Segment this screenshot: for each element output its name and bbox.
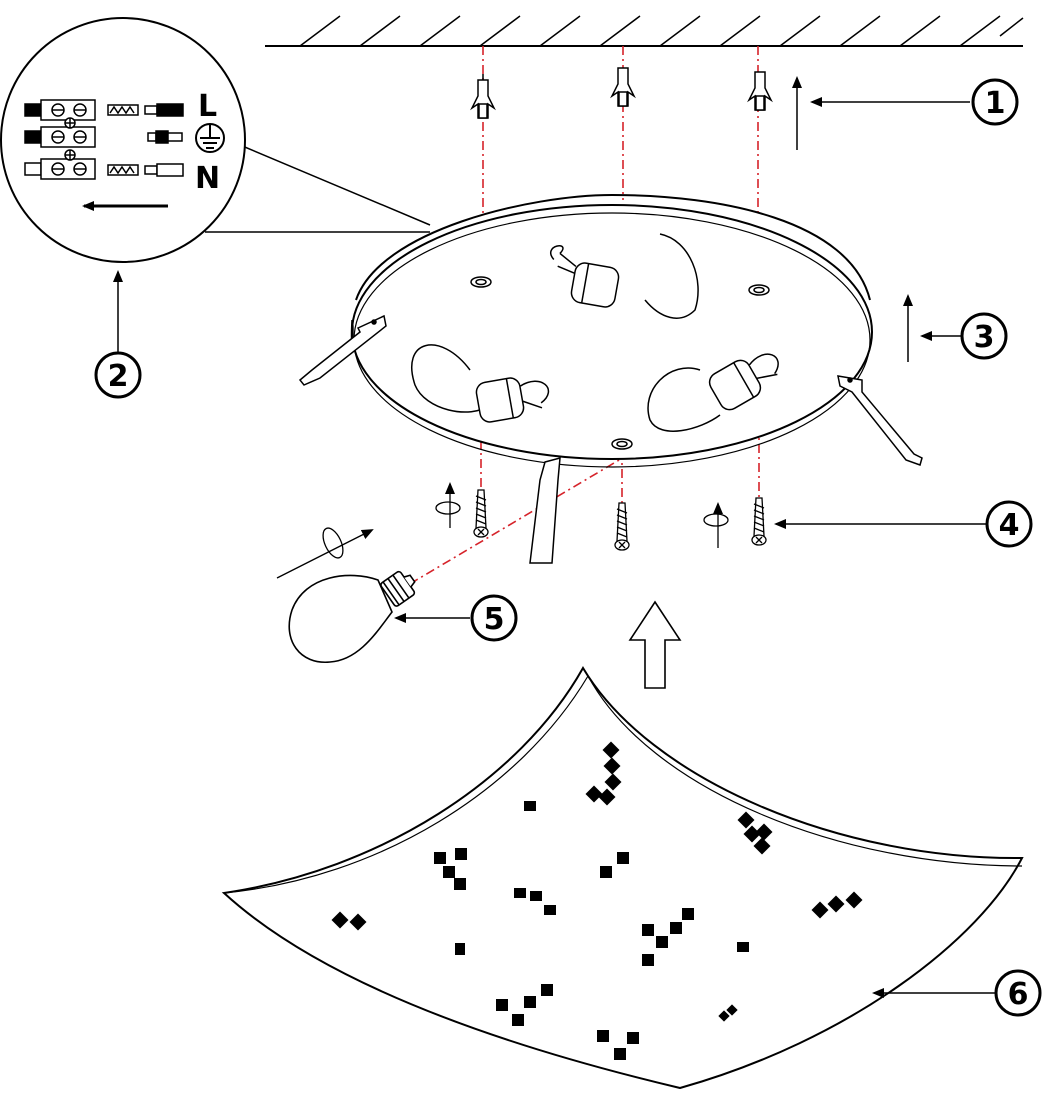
step-3-arrows xyxy=(903,294,962,362)
step-number-6: 6 xyxy=(1008,977,1029,1012)
wall-plugs xyxy=(470,67,773,119)
step-badge-1: 1 xyxy=(971,78,1019,126)
step-number-2: 2 xyxy=(108,359,129,394)
ceiling xyxy=(265,15,1024,47)
ceiling-base-plate xyxy=(350,193,873,468)
wall-plug-middle xyxy=(610,67,636,107)
glass-shade xyxy=(221,666,1024,1090)
step-1-arrows xyxy=(792,76,970,150)
step-badge-6: 6 xyxy=(994,969,1042,1017)
step-badge-3: 3 xyxy=(960,312,1008,360)
step-badge-2: 2 xyxy=(94,351,142,399)
step-number-1: 1 xyxy=(985,86,1006,121)
shade-pattern xyxy=(331,741,863,1060)
live-terminal-label: L xyxy=(198,89,217,124)
earth-ground-icon xyxy=(195,123,225,153)
wall-plug-right xyxy=(747,71,773,111)
screw-right xyxy=(751,497,767,546)
terminal-block xyxy=(24,99,184,180)
mounting-brackets xyxy=(298,314,923,564)
step-number-5: 5 xyxy=(484,602,505,637)
neutral-terminal-label: N xyxy=(195,161,220,196)
step-badge-5: 5 xyxy=(470,594,518,642)
fixing-screws xyxy=(473,489,767,551)
wiring-detail: L N xyxy=(0,17,431,263)
base-screw-holes xyxy=(470,276,770,450)
light-bulb xyxy=(288,570,416,663)
rotate-screw-icons xyxy=(435,482,729,548)
lamp-holders xyxy=(411,233,779,432)
wall-plug-left xyxy=(470,74,496,119)
lift-shade-arrow xyxy=(628,600,682,689)
rotate-bulb-icon xyxy=(276,527,374,579)
screw-middle xyxy=(614,502,630,551)
screw-left xyxy=(473,489,489,538)
step-number-4: 4 xyxy=(999,508,1020,543)
step-badge-4: 4 xyxy=(985,500,1033,548)
step-number-3: 3 xyxy=(974,320,995,355)
